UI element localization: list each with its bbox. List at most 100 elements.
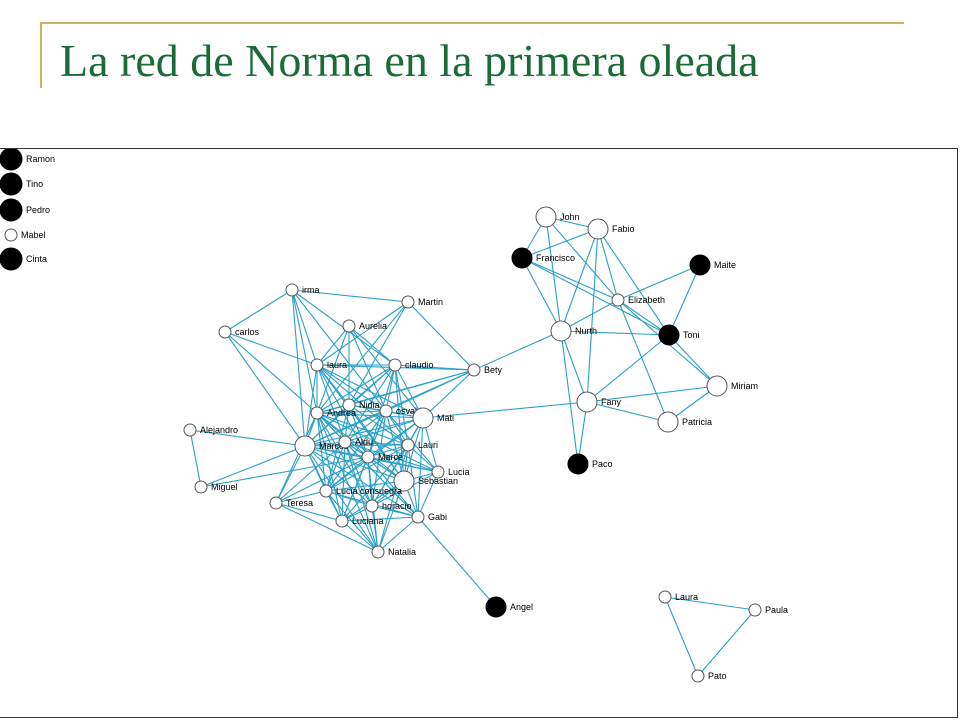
- edge-claudio-aldu: [344, 364, 396, 443]
- node-alejandro: Alejandro: [183, 423, 238, 437]
- edge-irma-marcos: [291, 289, 306, 447]
- edge-bety-osvaldo: [385, 369, 475, 412]
- edge-gabi-angel: [417, 516, 497, 608]
- node-circle-fany: [576, 391, 598, 413]
- edge-aldu-luciac: [325, 441, 346, 492]
- edge-gabi-natalia: [377, 516, 419, 553]
- node-francisco: Francisco: [511, 247, 575, 269]
- node-label-aurelia: Aurelia: [359, 321, 387, 331]
- edge-laura-mati: [316, 364, 424, 419]
- node-circle-mati: [412, 407, 434, 429]
- edge-lauri-natalia: [377, 444, 409, 553]
- node-circle-mabel: [4, 228, 18, 242]
- node-gabi: Gabi: [411, 510, 447, 524]
- node-circle-angel: [485, 596, 507, 618]
- node-circle-laurar: [658, 590, 672, 604]
- node-circle-natalia: [371, 545, 385, 559]
- node-circle-nidia: [342, 398, 356, 412]
- edge-teresa-natalia: [275, 502, 379, 553]
- edge-lauri-marce: [367, 444, 409, 458]
- node-circle-maite: [689, 254, 711, 276]
- node-circle-sebastian: [393, 470, 415, 492]
- node-circle-aldu: [338, 435, 352, 449]
- node-circle-ramon: [0, 149, 23, 171]
- node-luciac: Lucia consuegra: [319, 484, 402, 498]
- edge-laura-marcos: [304, 364, 318, 447]
- edge-fabio-francisco: [521, 228, 599, 259]
- node-label-laurar: Laura: [675, 592, 698, 602]
- node-fabio: Fabio: [587, 218, 635, 240]
- node-label-paco: Paco: [592, 459, 613, 469]
- node-mati: Mati: [412, 407, 454, 429]
- edge-gabi-luciana: [341, 516, 419, 522]
- node-circle-lucia: [431, 465, 445, 479]
- node-label-pedro: Pedro: [26, 205, 50, 215]
- node-label-lauri: Lauri: [418, 440, 438, 450]
- node-circle-martin: [401, 295, 415, 309]
- node-irma: irma: [285, 283, 320, 297]
- node-circle-gabi: [411, 510, 425, 524]
- node-laura: laura: [310, 358, 347, 372]
- edge-irma-laura: [291, 289, 318, 366]
- edge-luciac-teresa: [275, 490, 327, 504]
- edge-aldu-teresa: [275, 441, 346, 504]
- node-circle-luciac: [319, 484, 333, 498]
- edge-irma-martin: [291, 289, 409, 303]
- edge-osvaldo-marcos: [304, 410, 387, 447]
- edge-fabio-fany: [586, 228, 599, 403]
- edge-fabio-elizabeth: [597, 228, 619, 301]
- node-label-teresa: Teresa: [286, 498, 313, 508]
- edge-mati-marcos: [304, 417, 424, 447]
- node-circle-lauri: [401, 438, 415, 452]
- edge-francisco-elizabeth: [521, 257, 619, 301]
- node-label-bety: Bety: [484, 365, 503, 375]
- edge-horacio-gabi: [371, 505, 419, 518]
- node-label-cinta: Cinta: [26, 254, 47, 264]
- node-circle-alejandro: [183, 423, 197, 437]
- edge-andrea-osvaldo: [316, 410, 387, 414]
- node-toni: Toni: [658, 324, 700, 346]
- edge-bety-nidia: [348, 369, 475, 406]
- node-martin: Martin: [401, 295, 443, 309]
- node-circle-francisco: [511, 247, 533, 269]
- node-lauri: Lauri: [401, 438, 438, 452]
- node-label-aldu: Aldu: [355, 437, 373, 447]
- edge-carlos-laura: [224, 331, 318, 366]
- node-label-claudio: claudio: [405, 360, 434, 370]
- node-nidia: Nidia: [342, 398, 380, 412]
- edge-aldu-lucia: [344, 441, 439, 473]
- node-maite: Maite: [689, 254, 736, 276]
- edge-aurelia-mati: [348, 325, 424, 419]
- edge-lucia-gabi: [417, 471, 439, 518]
- edge-osvaldo-lauri: [385, 410, 409, 446]
- edge-paula-pato: [697, 609, 756, 677]
- edge-alejandro-marcos: [189, 429, 306, 447]
- edge-laurar-pato: [664, 596, 699, 677]
- node-circle-cinta: [0, 247, 23, 271]
- node-label-marcos: Marcos: [319, 441, 349, 451]
- node-bety: Bety: [467, 363, 503, 377]
- node-tino: Tino: [0, 172, 43, 196]
- edge-toni-miriam: [668, 334, 718, 387]
- node-marcos: Marcos: [294, 435, 349, 457]
- edge-lauri-lucia: [407, 444, 439, 473]
- edge-carlos-marcos: [224, 331, 306, 447]
- node-circle-andrea: [310, 406, 324, 420]
- edge-laura-lauri: [316, 364, 409, 446]
- edge-martin-laura: [316, 301, 409, 366]
- node-label-luciana: Luciana: [352, 516, 384, 526]
- node-circle-elizabeth: [611, 293, 625, 307]
- edge-andrea-teresa: [275, 412, 318, 504]
- node-miguel: Miguel: [194, 480, 238, 494]
- node-circle-fabio: [587, 218, 609, 240]
- node-andrea: Andrea: [310, 406, 356, 420]
- edge-layer: [189, 216, 756, 677]
- edge-francisco-toni: [521, 257, 670, 336]
- node-angel: Angel: [485, 596, 533, 618]
- node-label-miriam: Miriam: [731, 381, 758, 391]
- edge-aldu-horacio: [344, 441, 373, 507]
- node-label-toni: Toni: [683, 330, 700, 340]
- edge-fany-patricia: [586, 401, 669, 423]
- edge-teresa-luciana: [275, 502, 343, 522]
- node-circle-paula: [748, 603, 762, 617]
